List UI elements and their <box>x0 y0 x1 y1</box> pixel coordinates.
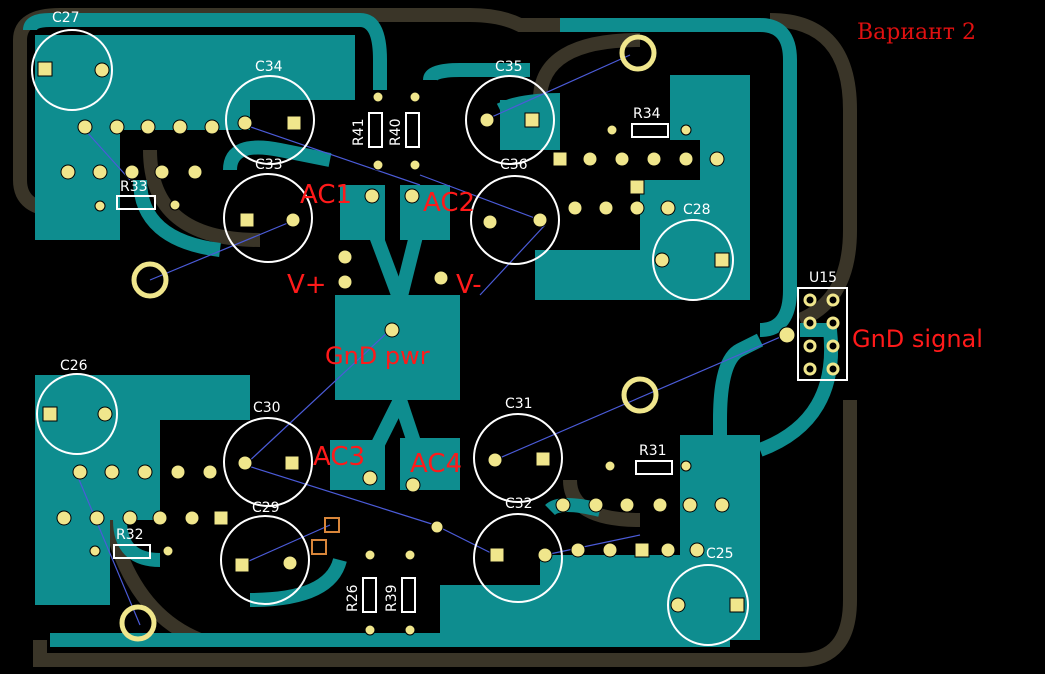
variant-label: Вариант 2 <box>857 20 976 45</box>
net-label-v-minus: V- <box>456 270 482 300</box>
net-label-ac1: AC1 <box>300 180 352 210</box>
connector-u15: U15 <box>778 270 848 381</box>
capacitor-pads <box>37 61 745 613</box>
c34-label: C34 <box>255 59 283 75</box>
cap-c31: C31 <box>473 396 563 503</box>
r31-label: R31 <box>639 443 667 459</box>
cap-c34: C34 <box>225 59 315 165</box>
r40-label: R40 <box>388 118 404 146</box>
c29-label: C29 <box>252 500 280 516</box>
resistors: R33 R41 R40 R34 R31 R32 R26 R39 <box>113 106 673 613</box>
res-r34: R34 <box>631 106 669 138</box>
net-label-v-plus: V+ <box>287 270 327 300</box>
copper-tracks <box>23 12 839 647</box>
net-label-ac4: AC4 <box>410 449 462 479</box>
cap-c33: C33 <box>223 157 313 263</box>
mounting-holes <box>119 34 659 642</box>
cap-c36: C36 <box>470 157 560 265</box>
cap-c27: C27 <box>31 10 113 111</box>
r39-label: R39 <box>384 584 400 612</box>
capacitors: C27 C34 C35 C33 C36 C28 C26 C30 <box>31 10 749 646</box>
r32-label: R32 <box>116 527 144 543</box>
net-labels: AC1 AC2 AC3 AC4 V+ V- GnD pwr GnD signal <box>287 180 983 479</box>
outline-tracks <box>13 7 857 667</box>
res-r26: R26 <box>345 577 377 613</box>
net-label-gnd-pwr: GnD pwr <box>325 342 430 370</box>
c31-label: C31 <box>505 396 533 412</box>
cap-c26: C26 <box>36 358 118 455</box>
net-label-gnd-signal: GnD signal <box>852 325 983 353</box>
net-label-ac3: AC3 <box>313 442 365 472</box>
c25-label: C25 <box>706 546 734 562</box>
through-hole-pads <box>56 91 730 636</box>
res-r39: R39 <box>384 577 416 613</box>
smd-pads <box>311 517 340 555</box>
r41-label: R41 <box>351 118 367 146</box>
cap-c25: C25 <box>667 546 749 646</box>
cap-c35: C35 <box>465 59 555 165</box>
r33-label: R33 <box>120 179 148 195</box>
res-r40: R40 <box>388 112 420 148</box>
c33-label: C33 <box>255 157 283 173</box>
res-r32: R32 <box>113 527 151 559</box>
r34-label: R34 <box>633 106 661 122</box>
net-label-ac2: AC2 <box>423 188 475 218</box>
cap-c29: C29 <box>220 500 310 605</box>
c36-label: C36 <box>500 157 528 173</box>
res-r33: R33 <box>116 179 156 210</box>
cap-c30: C30 <box>223 400 313 507</box>
c27-label: C27 <box>52 10 80 26</box>
c32-label: C32 <box>505 496 533 512</box>
res-r41: R41 <box>351 112 383 148</box>
r26-label: R26 <box>345 584 361 612</box>
c35-label: C35 <box>495 59 523 75</box>
cap-c32: C32 <box>473 496 563 603</box>
res-r31: R31 <box>635 443 673 475</box>
cap-c28: C28 <box>652 202 734 301</box>
c28-label: C28 <box>683 202 711 218</box>
c26-label: C26 <box>60 358 88 374</box>
u15-label: U15 <box>809 270 837 286</box>
c30-label: C30 <box>253 400 281 416</box>
ratsnest-lines <box>74 54 786 626</box>
